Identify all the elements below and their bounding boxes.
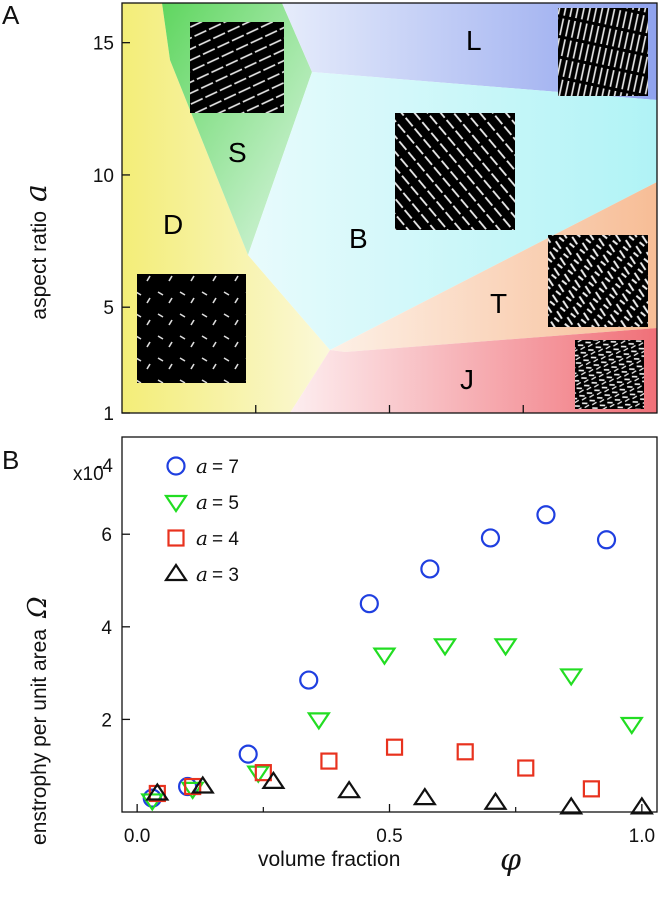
b-ylabel-group: enstrophy per unit area Ω xyxy=(23,596,53,845)
a-x-ticks xyxy=(255,405,524,413)
a-ytick-label: 5 xyxy=(103,298,114,319)
b-data-points xyxy=(140,505,654,815)
legend-value: = 5 xyxy=(212,493,239,514)
data-point-square xyxy=(254,764,272,782)
a-ytick-label: 1 xyxy=(103,404,114,425)
data-point-circle xyxy=(420,559,440,579)
b-scale-label: x10 xyxy=(73,464,104,485)
inset-turbulence xyxy=(548,235,648,327)
data-point-triangle-up xyxy=(629,796,654,815)
legend-marker-circle xyxy=(166,456,186,476)
plot-frame-b xyxy=(121,436,658,813)
data-point-triangle-down xyxy=(372,647,397,666)
region-label-j: J xyxy=(460,364,474,395)
a-ylabel-group: aspect ratio a xyxy=(19,184,54,319)
b-xlabel-symbol: φ xyxy=(500,843,521,878)
data-point-triangle-down xyxy=(432,638,458,657)
data-point-square xyxy=(184,777,202,796)
a-ytick-label: 10 xyxy=(93,166,114,187)
data-point-square xyxy=(456,743,474,761)
a-ytick-label: 15 xyxy=(93,34,114,55)
inset-swarming xyxy=(190,22,284,113)
data-point-square xyxy=(517,759,535,777)
data-point-triangle-up xyxy=(483,791,508,810)
data-point-triangle-down xyxy=(619,716,644,736)
region-label-t: T xyxy=(490,288,507,319)
region-label-d: D xyxy=(163,209,183,240)
b-xlabel: volume fraction xyxy=(258,848,400,871)
legend-value: = 3 xyxy=(212,565,239,586)
legend-marker-triangle-up xyxy=(163,563,189,582)
data-point-triangle-up xyxy=(145,782,170,801)
b-ylabel: enstrophy per unit area xyxy=(28,629,51,845)
legend-symbol: a xyxy=(196,490,208,514)
data-point-square xyxy=(385,738,404,756)
panel-label-a: A xyxy=(2,0,20,30)
b-ylabel-symbol: Ω xyxy=(23,596,53,619)
data-point-triangle-up xyxy=(559,796,584,815)
data-point-circle xyxy=(299,670,319,690)
data-point-circle xyxy=(596,530,617,550)
legend-value: = 7 xyxy=(212,457,239,478)
data-point-triangle-down xyxy=(493,638,518,657)
data-point-triangle-down xyxy=(246,765,271,784)
region-label-s: S xyxy=(228,137,247,168)
data-point-circle xyxy=(359,594,379,614)
data-point-square xyxy=(320,752,338,770)
b-xtick-label: 0.0 xyxy=(124,826,150,847)
b-ytick-label: 4 xyxy=(101,618,112,639)
inset-bionematic xyxy=(395,113,515,230)
data-point-circle xyxy=(238,744,258,764)
b-xtick-label: 1.0 xyxy=(629,826,655,847)
b-ytick-label: 6 xyxy=(101,525,112,546)
b-y-ticks: 2 4 6 xyxy=(101,525,130,731)
data-point-triangle-up xyxy=(337,780,362,799)
a-ylabel-symbol: a xyxy=(19,184,54,202)
legend-marker-triangle-down xyxy=(163,494,189,513)
legend-symbol: a xyxy=(196,454,208,478)
b-xtick-label: 0.5 xyxy=(376,826,402,847)
b-ytick-label: 2 xyxy=(101,710,112,731)
legend-value: = 4 xyxy=(212,529,239,550)
region-label-l: L xyxy=(466,25,482,56)
inset-jammed xyxy=(575,340,644,409)
region-j xyxy=(290,328,657,413)
region-label-b: B xyxy=(349,223,368,254)
data-point-triangle-down xyxy=(306,712,331,731)
data-point-circle xyxy=(480,528,501,548)
data-point-triangle-down xyxy=(180,781,205,800)
legend-symbol: a xyxy=(196,562,208,586)
data-point-triangle-up xyxy=(412,787,437,806)
data-point-triangle-up xyxy=(190,775,215,794)
inset-dilute xyxy=(137,274,246,383)
a-ylabel: aspect ratio xyxy=(28,211,51,320)
b-x-ticks: 0.0 0.5 1.0 xyxy=(124,804,655,847)
panel-label-b: B xyxy=(2,445,19,475)
legend-symbol: a xyxy=(196,526,208,550)
legend: a = 7a = 5a = 4a = 3 xyxy=(163,454,239,586)
data-point-circle xyxy=(536,505,556,525)
data-point-square xyxy=(582,780,600,798)
inset-laminar xyxy=(558,8,648,96)
b-scale-exponent: -4 xyxy=(96,456,113,477)
data-point-triangle-up xyxy=(261,770,286,790)
legend-marker-square xyxy=(167,529,185,547)
data-point-triangle-down xyxy=(559,668,584,687)
